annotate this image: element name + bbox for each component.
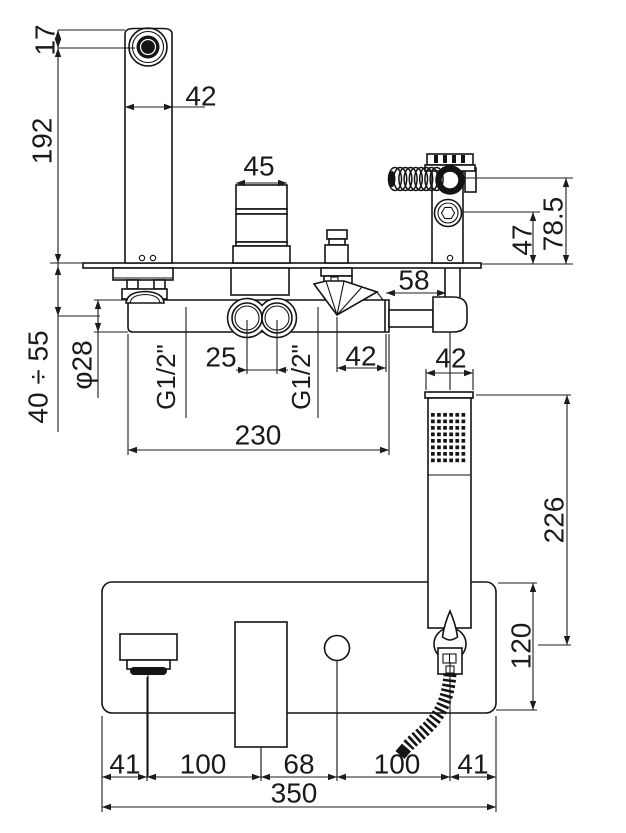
dim-thread-right: G1/2" xyxy=(286,344,316,410)
diverter-front-view xyxy=(323,634,351,662)
dim-knob-height: 78.5 xyxy=(538,197,569,252)
dim-shower-width: 42 xyxy=(435,343,466,374)
hose-end xyxy=(395,743,412,759)
lever-plate-front-view xyxy=(234,621,288,748)
hose-union-block xyxy=(432,296,468,333)
knurled-knob xyxy=(387,166,444,192)
spout-front-view xyxy=(119,633,178,661)
dim-shower-length: 226 xyxy=(539,497,570,544)
inlet-group xyxy=(226,267,298,339)
dim-inlet-spacing: 25 xyxy=(205,342,236,373)
dim-seg-1: 41 xyxy=(109,749,140,780)
dim-screw-height: 47 xyxy=(507,224,538,255)
flexible-hose xyxy=(401,673,457,752)
mixer-cartridge xyxy=(232,184,291,264)
dim-seg-4: 100 xyxy=(374,749,421,780)
body-outlet-stub xyxy=(388,309,434,328)
dim-body-length: 230 xyxy=(235,420,282,451)
nozzle-grid xyxy=(431,412,467,465)
dim-body-diameter: φ28 xyxy=(67,340,98,389)
dim-thread-left: G1/2" xyxy=(151,344,181,410)
dim-spout-width: 42 xyxy=(185,81,216,112)
dim-plate-width: 350 xyxy=(271,778,318,809)
dimension-labels: 17 192 42 45 58 47 78.5 40 ÷ 55 φ28 25 G… xyxy=(23,24,570,808)
shower-holder-bracket xyxy=(387,153,477,264)
spout-side-view xyxy=(124,27,173,264)
dimension-lines xyxy=(50,29,573,812)
dim-deck-range: 40 ÷ 55 xyxy=(23,330,54,423)
aerator xyxy=(130,667,167,675)
knob-ring xyxy=(435,165,465,195)
spout-tail-fitting xyxy=(112,267,174,304)
wall-plate-front-view xyxy=(101,581,497,777)
dim-seg-3: 68 xyxy=(283,749,314,780)
dim-diverter-offset: 42 xyxy=(345,341,376,372)
dim-seg-2: 100 xyxy=(180,749,227,780)
handshower xyxy=(395,391,474,759)
dim-holder-offset: 58 xyxy=(398,265,429,296)
spout-outlet xyxy=(136,35,160,59)
diverter-cone xyxy=(312,267,384,317)
holder-slotted-cap xyxy=(426,153,474,166)
dim-plate-height: 120 xyxy=(506,623,537,670)
dim-spout-tip-offset: 17 xyxy=(30,24,61,55)
deck-screw-left xyxy=(138,254,146,262)
deck-screw-right xyxy=(149,254,157,262)
dim-cartridge-width: 45 xyxy=(243,151,274,182)
dim-seg-5: 41 xyxy=(457,749,488,780)
diverter-knob xyxy=(324,229,349,264)
dim-spout-height: 192 xyxy=(27,118,58,165)
